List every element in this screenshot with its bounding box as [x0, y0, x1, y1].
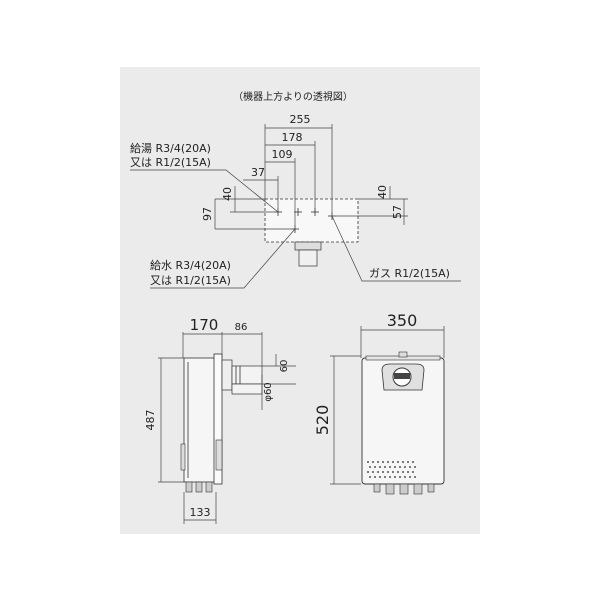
- dim-60: 60: [279, 360, 290, 373]
- front-view: 350 520: [313, 311, 445, 495]
- dim-57: 57: [391, 205, 404, 219]
- gas-label: ガス R1/2(15A): [369, 267, 450, 280]
- side-fitting-1: [185, 481, 193, 493]
- cold-water-label-2: 又は R1/2(15A): [150, 274, 231, 287]
- side-fitting-3: [205, 481, 213, 493]
- dim-40-right: 40: [376, 185, 389, 199]
- dim-phi60: φ60: [263, 382, 274, 401]
- dim-37: 37: [251, 166, 265, 179]
- dim-97: 97: [201, 207, 214, 221]
- hot-water-leader: [130, 169, 279, 213]
- side-body: [183, 357, 217, 483]
- dim-255: 255: [290, 113, 311, 126]
- dim-109: 109: [272, 148, 293, 161]
- exhaust-pipe-top: [298, 249, 318, 267]
- dim-170: 170: [190, 316, 219, 334]
- cold-water-leader: [150, 228, 296, 289]
- view-title: （機器上方よりの透視図）: [233, 90, 353, 103]
- top-view: 255 178 109 37 40 97 40 57 給湯 R3/4(20A) …: [130, 113, 461, 289]
- side-hinge: [180, 443, 186, 471]
- dim-40-left: 40: [221, 187, 234, 201]
- front-fitting-3: [399, 483, 409, 495]
- front-fitting-5: [427, 483, 435, 493]
- dim-350: 350: [387, 311, 418, 330]
- front-fitting-4: [413, 483, 423, 495]
- gas-leader: [331, 215, 461, 282]
- exhaust-slot: [394, 373, 410, 379]
- front-fitting-1: [373, 483, 381, 493]
- cold-water-label-1: 給水 R3/4(20A): [150, 258, 231, 272]
- unit-outline-top: [264, 198, 359, 243]
- top-tab: [398, 351, 408, 358]
- hot-water-label-1: 給湯 R3/4(20A): [130, 141, 211, 155]
- exhaust-flange: [221, 359, 233, 391]
- hot-water-label-2: 又は R1/2(15A): [130, 156, 211, 169]
- dim-487: 487: [144, 410, 157, 431]
- side-panel-detail: [215, 439, 223, 471]
- dim-86: 86: [235, 322, 248, 333]
- dim-133: 133: [190, 506, 211, 519]
- front-fitting-2: [385, 483, 395, 495]
- dim-520: 520: [313, 405, 332, 436]
- dim-178: 178: [282, 131, 303, 144]
- exhaust-pipe-side: [231, 365, 263, 385]
- vent-grille: [367, 461, 416, 478]
- side-bracket: [213, 353, 223, 485]
- side-view: 170 86 487 60 φ60 133: [144, 316, 296, 524]
- pipe-stub-top: [294, 241, 322, 251]
- side-fitting-2: [195, 481, 203, 493]
